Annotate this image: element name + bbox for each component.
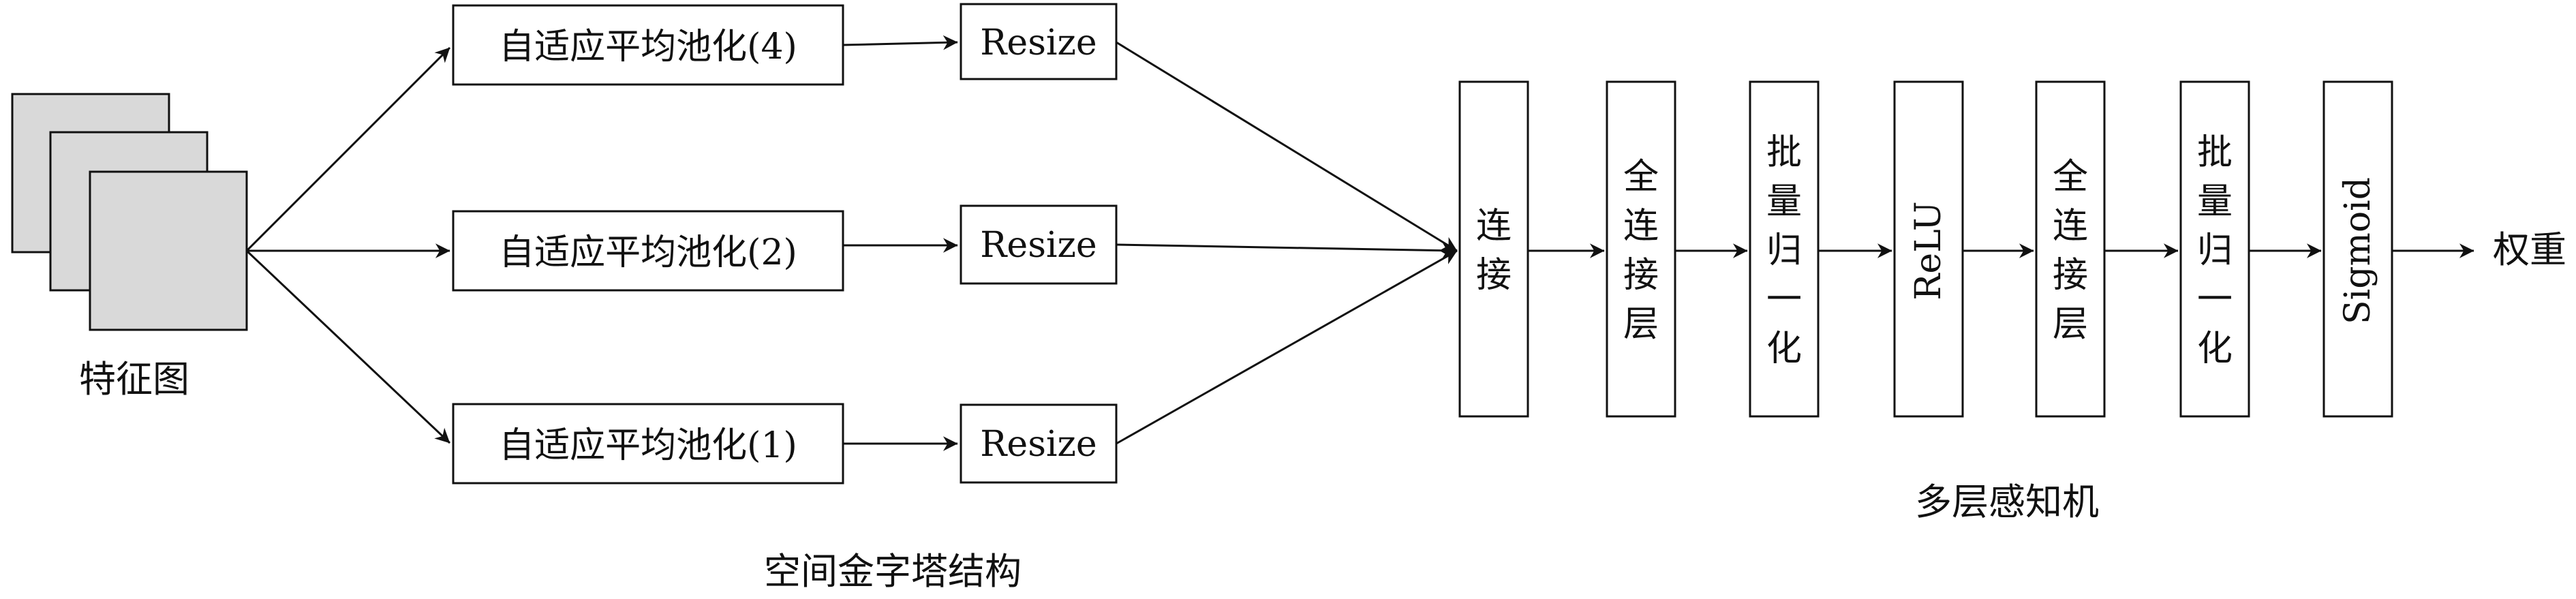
mlp-block-box (1749, 80, 1820, 418)
mlp-block-char: 一 (2197, 279, 2233, 320)
mlp-block-char: 接 (1476, 255, 1512, 296)
mlp-block-label: ReLU (1908, 201, 1949, 300)
resize-label-top: Resize (980, 22, 1097, 63)
resize-box-middle: Resize (960, 204, 1118, 285)
mlp-block-char: 层 (2053, 304, 2088, 345)
pool-branch-4: 自适应平均池化(4) (452, 4, 844, 86)
mlp-block-sigmoid: Sigmoid (2322, 80, 2393, 418)
pool-box-2 (452, 210, 844, 292)
feature-map-label: 特征图 (79, 358, 189, 401)
arrow-input-to-pool-4 (245, 46, 451, 252)
mlp-block-char: 层 (1623, 304, 1659, 345)
arrow-pool-4-to-resize (842, 35, 958, 50)
mlp-caption: 多层感知机 (1915, 480, 2099, 523)
mlp-block-box (1893, 80, 1964, 418)
pool-label-4: 自适应平均池化(4) (499, 27, 797, 67)
mlp-block-char: 归 (1766, 230, 1802, 271)
mlp-block-char: 一 (1766, 279, 1802, 320)
mlp-block-char: 连 (2053, 206, 2088, 247)
mlp-block-relu: ReLU (1893, 80, 1964, 418)
resize-box-bottom: Resize (960, 403, 1118, 484)
pyramid-caption: 空间金字塔结构 (764, 550, 1022, 593)
arrow-resize-middle-to-concat (1116, 243, 1458, 258)
mlp-block-char: 量 (1766, 181, 1802, 222)
pool-box-4 (452, 4, 844, 86)
feature-map-stack (11, 93, 248, 331)
mlp-block-box (1458, 80, 1529, 418)
mlp-block-char: 接 (2053, 255, 2088, 296)
pool-label-2: 自适应平均池化(2) (499, 232, 797, 273)
mlp-block-label: Sigmoid (2337, 177, 2378, 324)
mlp-block-char: 连 (1623, 206, 1659, 247)
mlp-block-char: 全 (2053, 157, 2088, 198)
mlp-block-char: 连 (1476, 206, 1512, 247)
mlp-block-box (2035, 80, 2106, 418)
mlp-block-char: 量 (2197, 181, 2233, 222)
mlp-block-char: 归 (2197, 230, 2233, 271)
feature-map-front (89, 170, 248, 331)
pool-branch-2: 自适应平均池化(2) (452, 210, 844, 292)
resize-label-middle: Resize (980, 225, 1097, 266)
mlp-block-box (1606, 80, 1676, 418)
arrow-resize-bottom-to-concat (1116, 249, 1458, 445)
mlp-block-box (2179, 80, 2250, 418)
arrow-resize-top-to-concat (1116, 41, 1458, 252)
resize-label-bottom: Resize (980, 424, 1097, 465)
resize-box-top: Resize (960, 3, 1118, 80)
mlp-block-concat: 连接 (1458, 80, 1529, 418)
mlp-block-char: 批 (2197, 132, 2233, 173)
mlp-block-char: 批 (1766, 132, 1802, 173)
pool-label-1: 自适应平均池化(1) (499, 425, 797, 466)
arrow-input-to-pool-1 (245, 249, 451, 444)
mlp-block-char: 化 (1766, 328, 1802, 369)
mlp-block-char: 化 (2197, 328, 2233, 369)
output-label: 权重 (2493, 228, 2566, 271)
pool-branch-1: 自适应平均池化(1) (452, 403, 844, 485)
mlp-block-char: 接 (1623, 255, 1659, 296)
mlp-block-box (2322, 80, 2393, 418)
mlp-block-char: 全 (1623, 157, 1659, 198)
